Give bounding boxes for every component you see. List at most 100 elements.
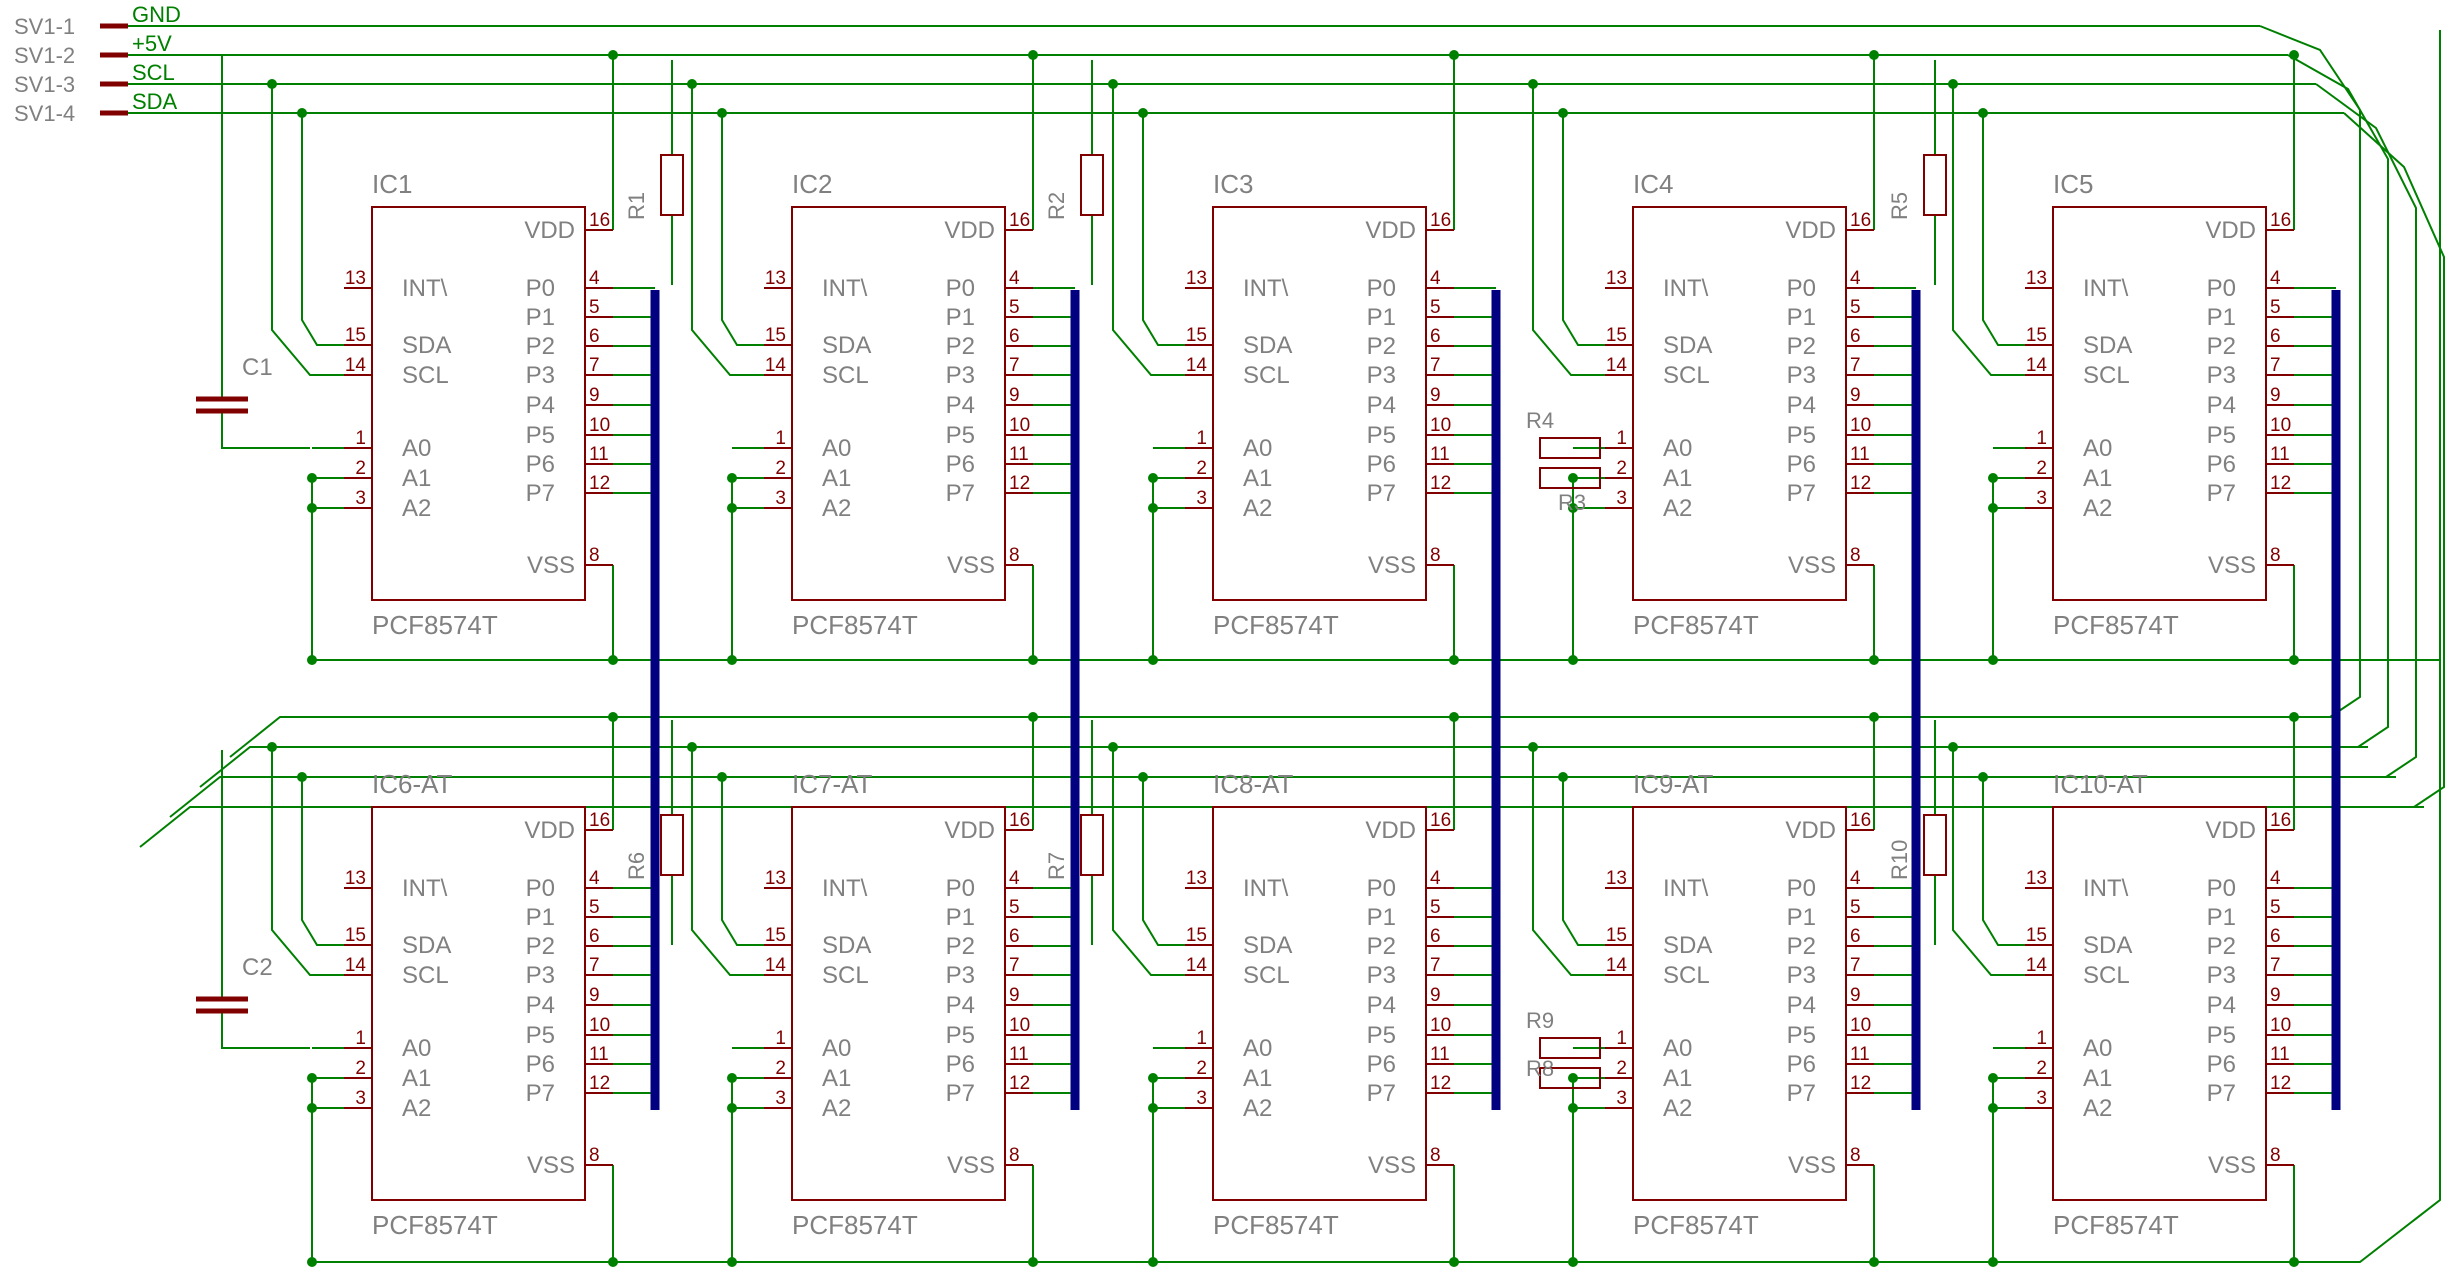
pin-name: SCL [402,962,449,989]
pin-name: VSS [527,552,575,579]
pin-number: 3 [1196,1088,1207,1109]
junction-dot [1148,473,1158,483]
scl-wire [691,84,764,376]
pin-number: 5 [589,897,600,918]
pin-number: 6 [2270,326,2281,347]
junction-dot [727,473,737,483]
pin-number: 12 [589,473,610,494]
junction-dot [687,79,697,89]
resistor-body [1923,154,1947,216]
pin-number: 7 [1430,955,1441,976]
pin-name: A1 [1663,465,1692,492]
pin-name: P0 [2207,875,2236,902]
pin-number: 9 [1009,385,1020,406]
connector-pin-label: SV1-1 [14,14,75,39]
cap-lead [221,411,310,449]
pin-name: P7 [946,1080,975,1107]
junction-dot [1528,742,1538,752]
pin-number: 12 [2270,1073,2291,1094]
pin-name: P0 [1787,875,1816,902]
pin-name: P0 [1367,275,1396,302]
pin-number: 14 [2026,955,2048,976]
pin-name: INT\ [1243,875,1289,902]
pin-name: P7 [1787,1080,1816,1107]
pin-name: VDD [524,217,575,244]
pin-number: 11 [1850,444,1870,465]
pin-number: 1 [1196,1028,1207,1049]
junction-dot [1138,108,1148,118]
resistor-label: R3 [1558,490,1586,515]
pin-name: SCL [1663,362,1710,389]
pin-name: P5 [1787,422,1816,449]
pin-name: P6 [1367,451,1396,478]
pin-number: 3 [1616,488,1627,509]
pin-number: 11 [589,444,609,465]
junction-dot [1138,772,1148,782]
pin-number: 8 [1009,545,1020,566]
junction-dot [1988,1103,1998,1113]
pin-number: 4 [589,268,600,289]
pin-name: SDA [1243,932,1292,959]
pin-name: P2 [1367,333,1396,360]
pin-name: VSS [1788,552,1836,579]
junction-dot [2289,712,2299,722]
pin-name: VSS [1368,552,1416,579]
junction-dot [1558,108,1568,118]
pin-name: SDA [2083,932,2132,959]
ic-name: IC2 [792,169,832,199]
pin-name: P7 [946,480,975,507]
junction-dot [1988,503,1998,513]
pin-name: P2 [1787,333,1816,360]
pin-name: P1 [526,304,555,331]
pin-name: VDD [2205,217,2256,244]
pin-name: A0 [402,435,431,462]
pin-number: 1 [1616,428,1627,449]
pin-number: 1 [1616,1028,1627,1049]
pin-number: 1 [2036,428,2047,449]
pin-name: P1 [1787,904,1816,931]
pin-name: P5 [946,422,975,449]
pin-name: P4 [2207,992,2236,1019]
resistor-body [660,814,684,876]
pin-number: 11 [1430,444,1450,465]
pin-number: 16 [2270,210,2291,231]
pin-name: P0 [526,275,555,302]
pin-name: P4 [526,392,555,419]
pin-number: 9 [589,385,600,406]
pin-number: 7 [1850,355,1861,376]
pin-name: P3 [1367,962,1396,989]
junction-dot [1108,79,1118,89]
pin-number: 9 [2270,985,2281,1006]
junction-dot [307,473,317,483]
junction-dot [1869,712,1879,722]
pin-number: 8 [1009,1145,1020,1166]
bus-drop [2343,112,2445,808]
pin-number: 5 [2270,297,2281,318]
pin-number: 4 [1009,868,1020,889]
scl-wire [1532,84,1605,376]
pin-number: 9 [1009,985,1020,1006]
pin-number: 11 [1430,1044,1450,1065]
pin-number: 16 [1430,810,1451,831]
junction-dot [1148,1073,1158,1083]
junction-dot [1028,655,1038,665]
resistor-label: R6 [624,852,649,880]
pin-name: VSS [947,552,995,579]
pin-name: P1 [1787,304,1816,331]
pin-name: VDD [1365,817,1416,844]
pin-name: A2 [1663,1095,1692,1122]
pin-number: 15 [1186,925,1207,946]
pin-name: P7 [2207,1080,2236,1107]
ic-body [1212,806,1427,1201]
junction-dot [1148,655,1158,665]
ic-name: IC7-AT [792,769,873,799]
pin-name: A2 [1243,1095,1272,1122]
pin-number: 10 [2270,415,2291,436]
sda-wire [1982,777,2025,946]
pin-name: P4 [526,992,555,1019]
pin-number: 11 [1850,1044,1870,1065]
